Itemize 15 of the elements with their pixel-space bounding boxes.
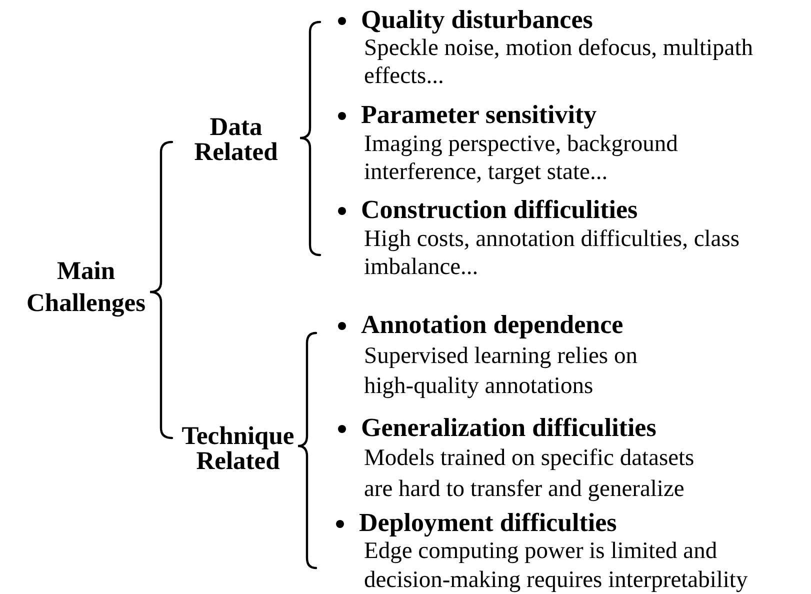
item-description: High costs, annotation difficulties, class imbalance...	[364, 225, 741, 281]
item-heading: Construction difficulities	[361, 196, 638, 224]
item-heading: Generalization difficulities	[361, 414, 656, 442]
item-description: Models trained on specific datasets are hard to transfer and generalize	[364, 444, 696, 504]
item-description: Edge computing power is limited and decision-making requires interpretability	[364, 537, 749, 594]
item-description: Supervised learning relies on high-quality annotations	[364, 342, 638, 401]
item-description: Imaging perspective, background interference, target state...	[364, 130, 679, 186]
category-label: Technique Related	[182, 423, 294, 473]
item-heading: Parameter sensitivity	[361, 101, 597, 129]
item-heading: Annotation dependence	[361, 311, 624, 339]
item-heading: Deployment difficulties	[359, 509, 617, 537]
topic-label: Main Challenges	[26, 255, 146, 319]
item-description: Speckle noise, motion defocus, multipath effects...	[364, 34, 754, 90]
category-label: Data Related	[194, 114, 278, 164]
item-heading: Quality disturbances	[361, 6, 593, 34]
